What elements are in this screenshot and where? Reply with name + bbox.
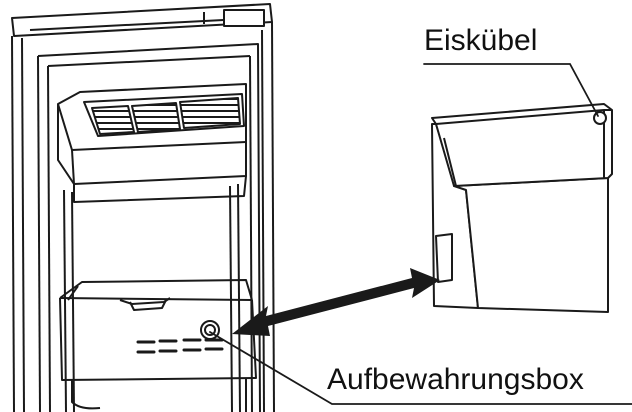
leader-lines [209,63,632,405]
ice-maker-housing [57,83,247,203]
ice-bucket [431,103,613,313]
refrigerator-door [11,3,275,412]
storage-box-label: Aufbewahrungsbox [327,363,584,396]
double-arrow [232,268,440,336]
ice-bucket-label: Eiskübel [424,24,538,57]
storage-box-installed [59,279,257,412]
ice-bucket-leader-line [423,63,599,117]
storage-box-leader-line [209,331,632,405]
storage-box-slots [136,338,224,354]
